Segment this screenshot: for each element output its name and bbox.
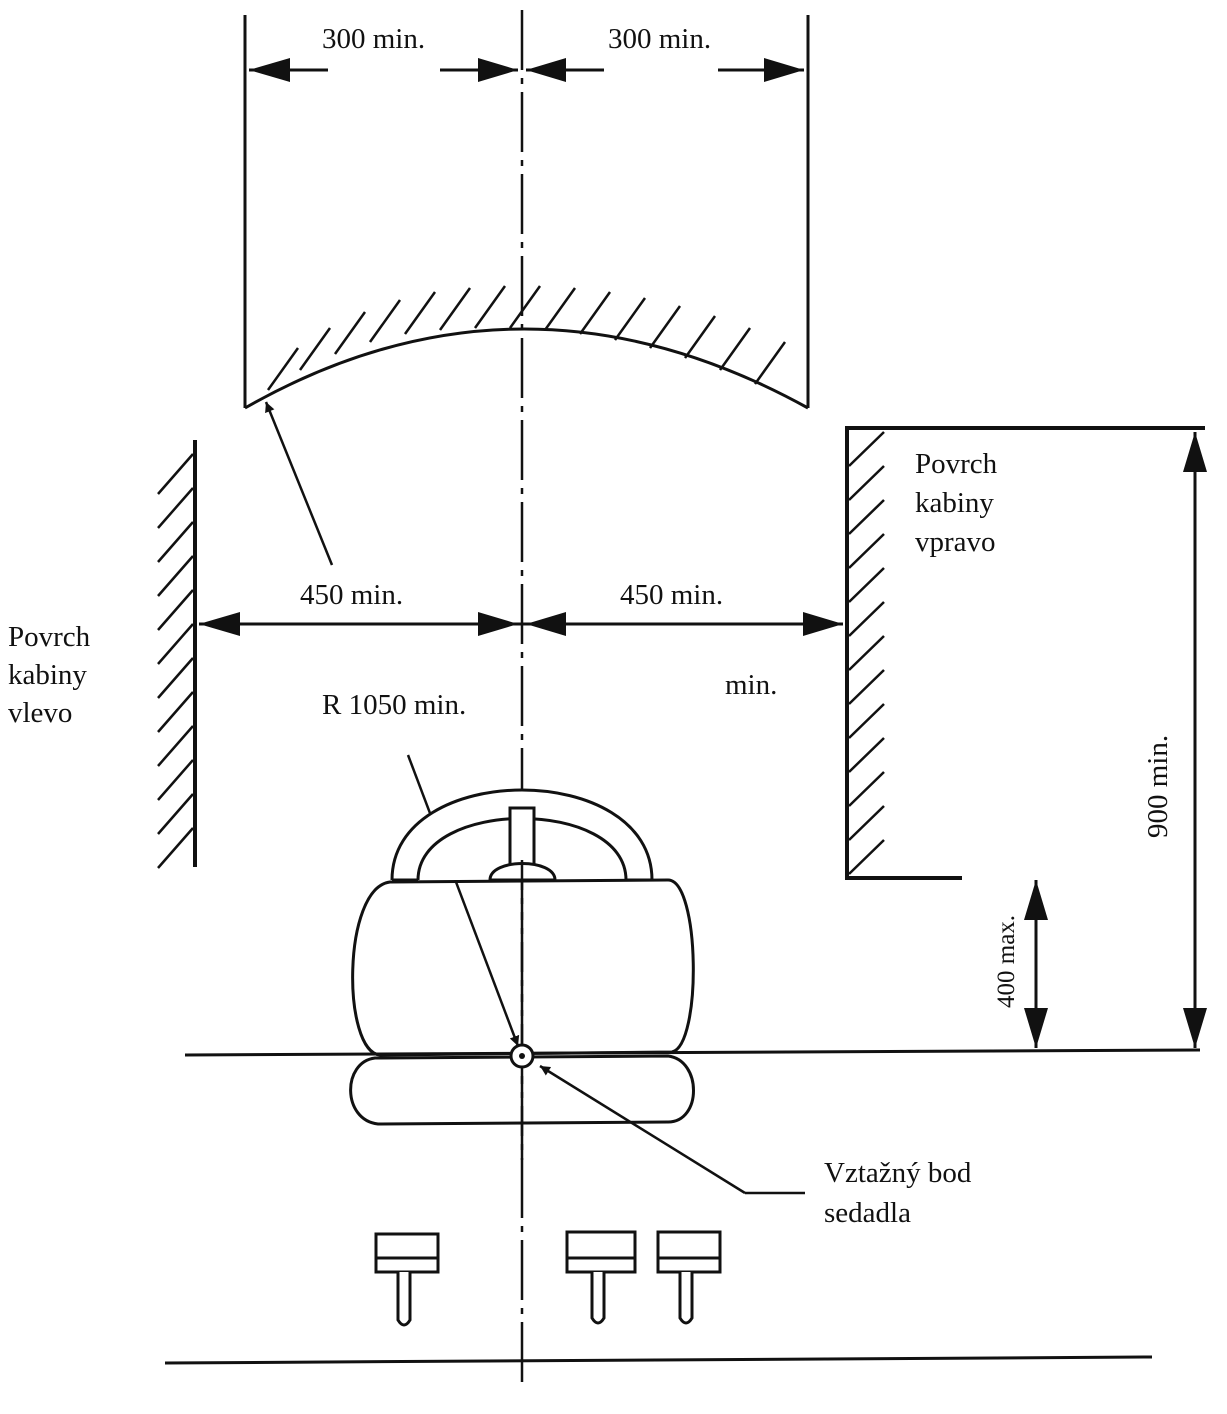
radius-label: R 1050 min. [322, 689, 466, 721]
windshield-curve [244, 327, 809, 410]
mid-dim-left-label: 450 min. [300, 579, 403, 611]
radius-to-seat-line [406, 754, 520, 1047]
steering-wheel [390, 788, 654, 882]
height-900-label: 900 min. [1142, 735, 1174, 838]
floor-line [164, 1355, 1153, 1365]
seat-reference-line [184, 1048, 1201, 1057]
right-cab-wall [845, 426, 1205, 880]
right-wall-label: Povrch kabiny vpravo [915, 448, 1004, 558]
height-900-dimension [1183, 432, 1207, 1048]
top-dim-right-label: 300 min. [608, 23, 711, 55]
height-400-label: 400 max. [993, 915, 1020, 1008]
seat-backrest [351, 878, 695, 1057]
mid-dim-right-label: 450 min. [620, 579, 723, 611]
height-400-dimension [1024, 880, 1048, 1048]
mid-dimension-line [199, 612, 843, 636]
seat-cushion [349, 1054, 695, 1126]
top-dimension-left [249, 58, 518, 82]
seat-reference-leader [539, 1064, 805, 1195]
seat-reference-point-dot [519, 1053, 525, 1059]
top-dim-left-label: 300 min. [322, 23, 425, 55]
pedal-left [374, 1232, 440, 1327]
min-label: min. [725, 669, 777, 701]
pedal-right [656, 1230, 722, 1325]
radius-pointer-line [264, 401, 334, 566]
right-wall-hatching [848, 431, 885, 875]
left-wall-label: Povrch kabiny vlevo [8, 621, 97, 729]
windshield-hatching [266, 285, 787, 391]
pedal-middle [565, 1230, 637, 1325]
top-dimension-right [526, 58, 804, 82]
seat-reference-label: Vztažný bod sedadla [824, 1157, 979, 1229]
left-wall-hatching [157, 453, 194, 869]
